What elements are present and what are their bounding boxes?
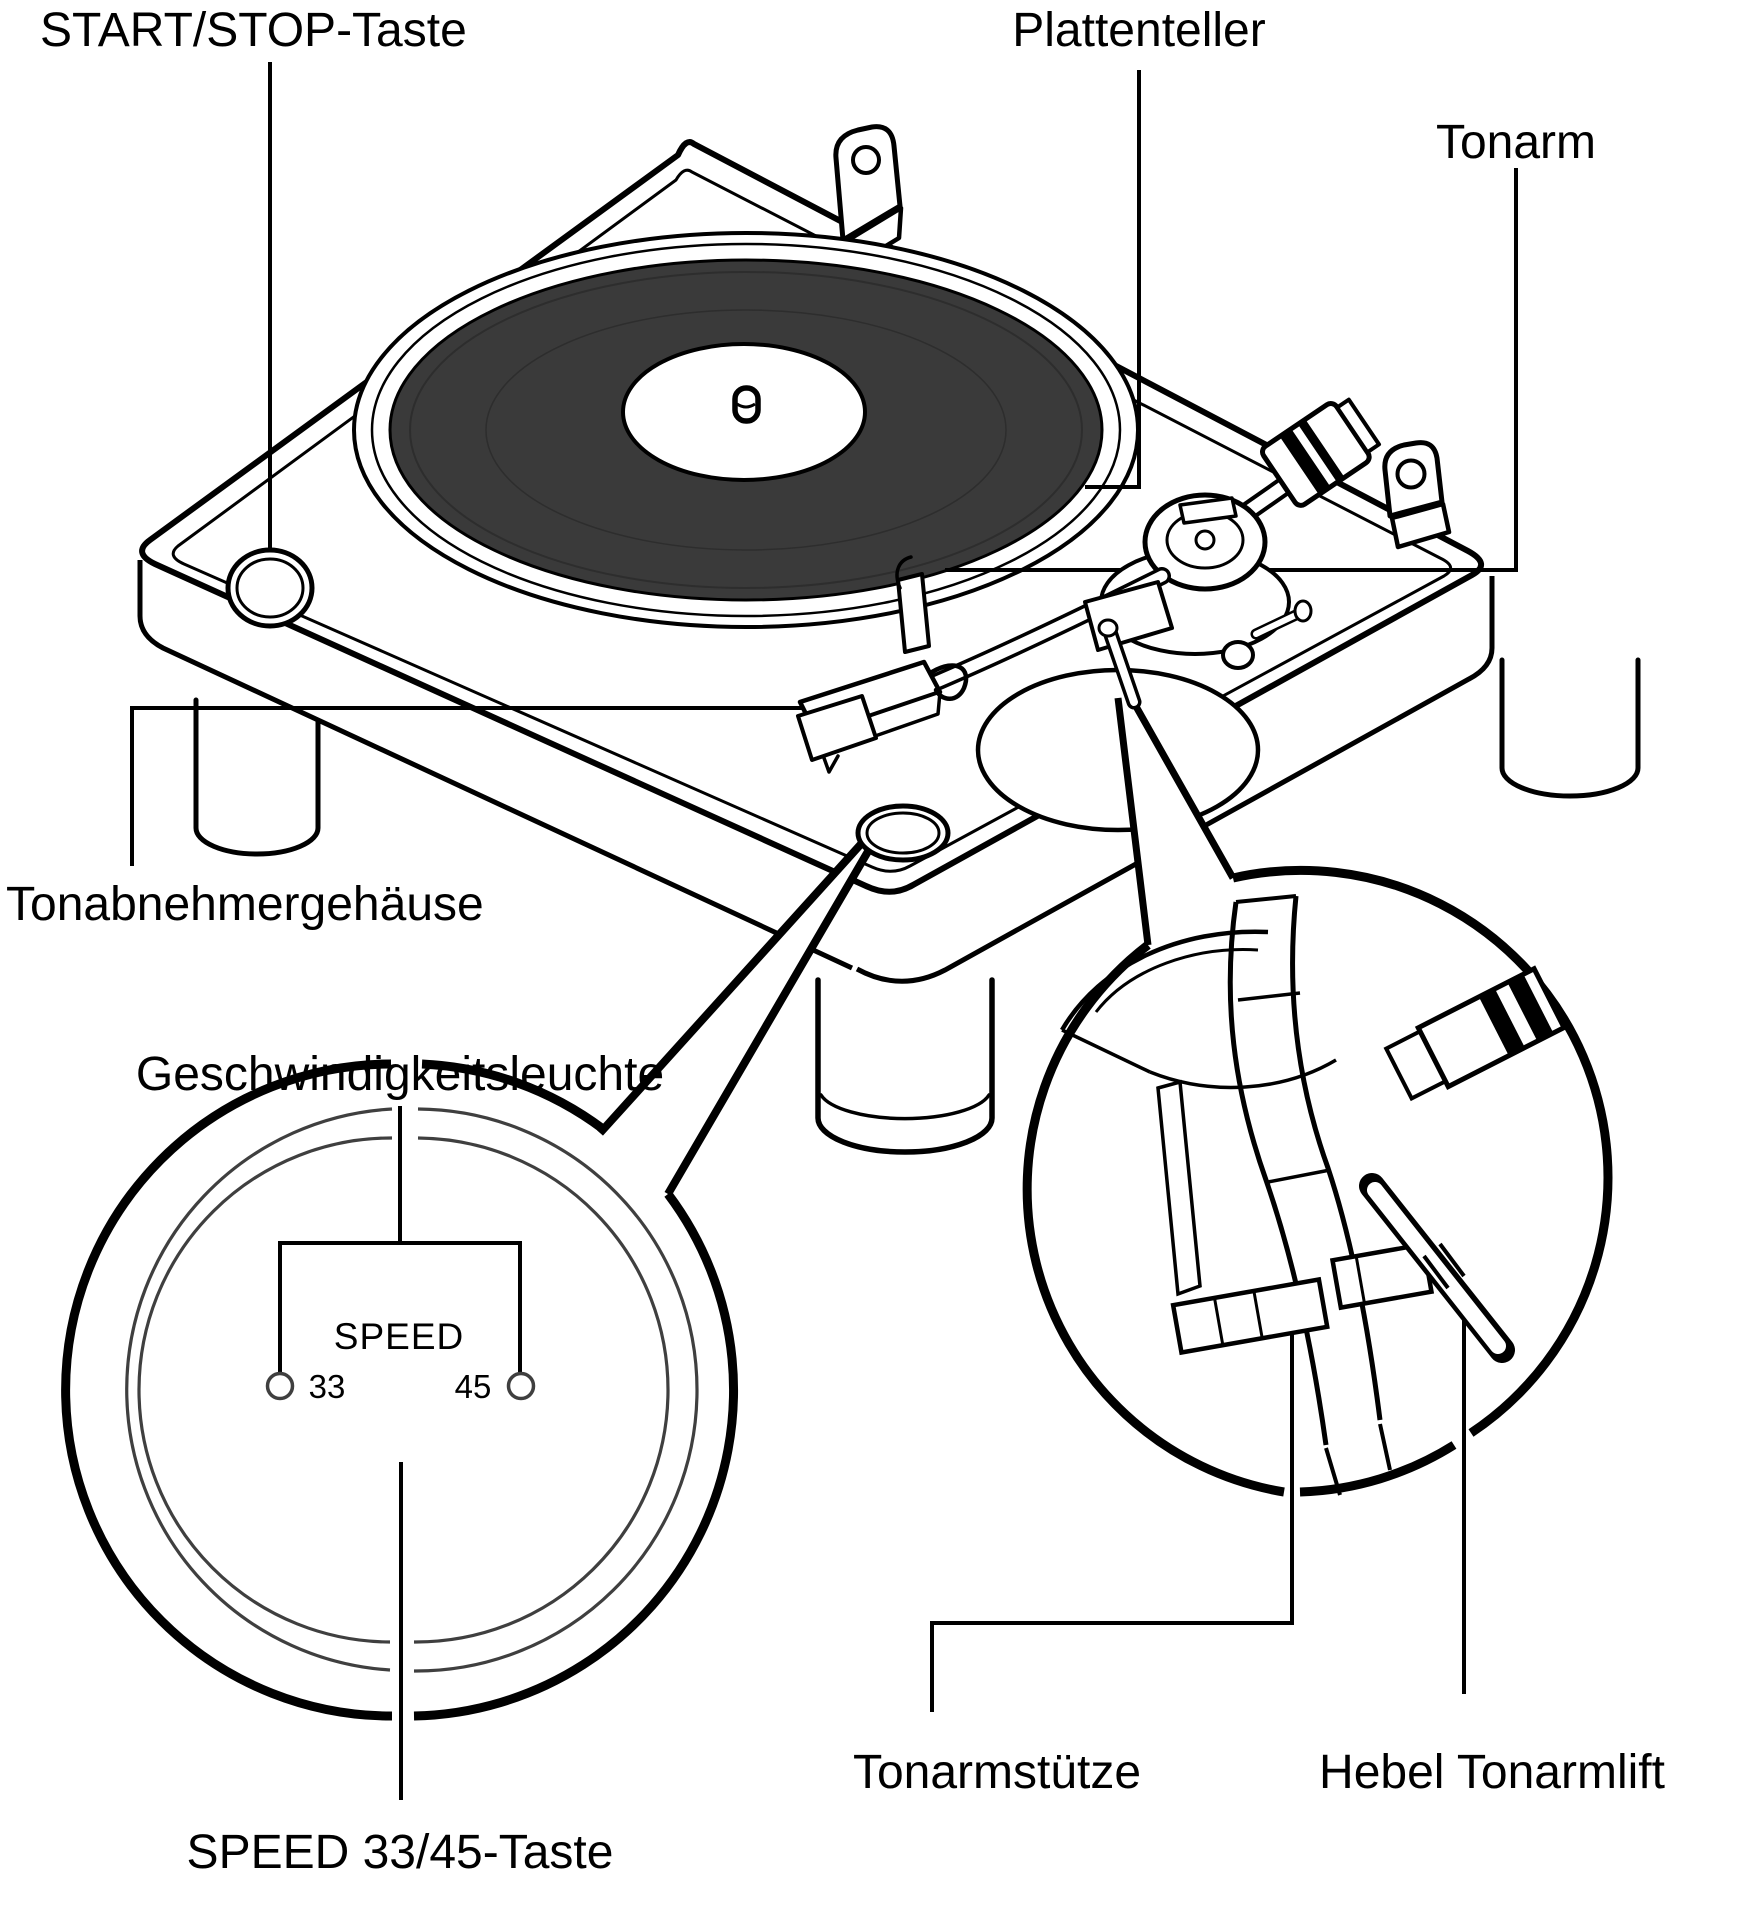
leader-tonarmstuetze <box>930 1300 1294 1712</box>
turntable-feet <box>193 657 1641 1155</box>
platter <box>352 231 1140 629</box>
leader-plattenteller <box>1085 70 1141 489</box>
label-tonarm: Tonarm <box>1436 116 1596 169</box>
tonearm-base-platform <box>975 667 1261 833</box>
finger-lift <box>929 663 969 701</box>
label-speed-taste: SPEED 33/45-Taste <box>187 1826 614 1879</box>
detail-circle-tonearm <box>1022 865 1613 1497</box>
stylus <box>822 754 840 774</box>
counterweight <box>1259 397 1382 508</box>
callout-beams <box>597 692 1237 1197</box>
cartridge <box>796 694 878 762</box>
spindle <box>732 385 761 424</box>
base-knobs <box>1221 599 1313 670</box>
label-start-stop-taste: START/STOP-Taste <box>40 4 467 57</box>
speed-led-45 <box>506 1371 536 1401</box>
foot-front <box>815 977 995 1155</box>
tonearm-detail-art <box>1060 894 1568 1496</box>
start-stop-button <box>225 547 315 629</box>
labels: START/STOP-Taste Plattenteller Tonarm To… <box>6 4 1665 1879</box>
tonearm-rest-post <box>895 555 931 654</box>
label-tonarmstuetze: Tonarmstütze <box>853 1746 1141 1799</box>
speed-panel-title: SPEED <box>334 1316 464 1357</box>
tonearm-rest-detail <box>1170 1276 1330 1356</box>
hinges <box>833 124 1452 550</box>
speed-led-33-label: 33 <box>309 1368 346 1405</box>
label-geschwindigkeitsleuchte: Geschwindigkeitsleuchte <box>136 1048 664 1101</box>
label-tonabnehmergehaeuse: Tonabnehmergehäuse <box>6 878 484 931</box>
tonearm-lift <box>1083 580 1174 710</box>
leader-tonabnehmergehaeuse <box>130 706 808 866</box>
label-plattenteller: Plattenteller <box>1012 4 1265 57</box>
detail-circle-speed <box>61 1059 739 1721</box>
hinge-right <box>1382 440 1452 550</box>
speed-led-45-label: 45 <box>455 1368 492 1405</box>
headshell <box>796 659 969 774</box>
speed-led-33 <box>265 1371 295 1401</box>
headshell-connector-detail <box>1383 965 1568 1102</box>
foot-left <box>193 697 321 857</box>
speed-panel-bracket <box>278 1241 522 1373</box>
foot-right <box>1499 657 1641 799</box>
speed-button <box>855 803 951 863</box>
tonearm-pivot <box>1142 492 1268 592</box>
lift-lever-detail <box>1359 1173 1515 1363</box>
label-hebel-tonarmlift: Hebel Tonarmlift <box>1319 1746 1665 1799</box>
